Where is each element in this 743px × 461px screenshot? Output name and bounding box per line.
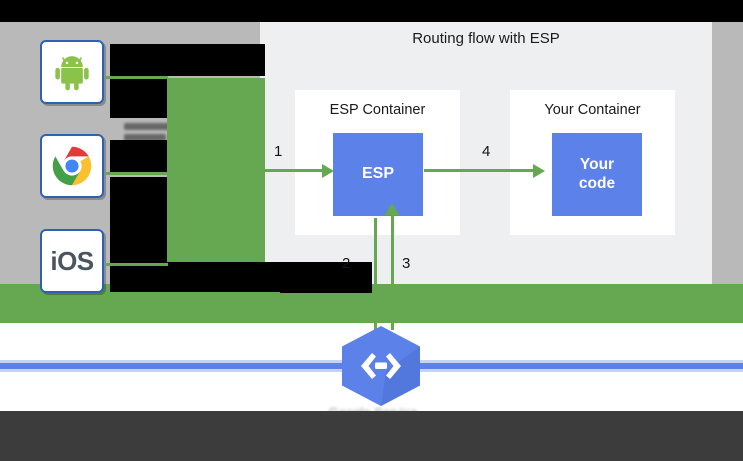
esp-container: ESP Container ESP (295, 90, 460, 235)
blurred-text-smudge (124, 123, 190, 130)
your-code-node[interactable]: Your code (552, 133, 642, 216)
arrow-4-head (533, 164, 545, 178)
redaction-bar (110, 140, 167, 173)
arrow-1-line (263, 169, 325, 172)
your-code-label-line2: code (578, 174, 616, 192)
top-black-bar (0, 0, 743, 22)
arrow-3-head (385, 203, 399, 215)
your-code-label-line1: Your (579, 156, 615, 174)
redaction-bar (280, 284, 372, 293)
redaction-bar (110, 79, 167, 118)
arrow-2-line (374, 218, 377, 330)
blurred-text-smudge (124, 134, 166, 141)
android-icon (55, 56, 89, 91)
esp-node[interactable]: ESP (333, 133, 423, 216)
connector-android (106, 76, 168, 79)
redaction-bar (110, 44, 265, 76)
client-card-chrome[interactable] (40, 134, 104, 198)
step-number-4: 4 (482, 143, 491, 160)
esp-container-label: ESP Container (329, 102, 426, 118)
step-number-1: 1 (274, 143, 283, 160)
your-container-label: Your Container (544, 102, 641, 118)
api-code-icon (342, 326, 420, 406)
your-container: Your Container Your code (510, 90, 675, 235)
arrow-1-head (322, 164, 334, 178)
redaction-bar (110, 226, 167, 262)
client-card-ios[interactable]: iOS (40, 229, 104, 293)
step-number-2: 2 (342, 255, 351, 272)
arrow-3-line (391, 213, 394, 330)
ios-label: iOS (50, 245, 94, 276)
arrow-4-line (424, 169, 538, 172)
connector-chrome (106, 172, 168, 175)
page-title: Routing flow with ESP (412, 30, 560, 47)
client-card-android[interactable] (40, 40, 104, 104)
step-number-3: 3 (402, 255, 411, 272)
right-gray-background (712, 22, 743, 284)
chrome-icon (52, 146, 92, 186)
bottom-overlay-bar (0, 411, 743, 461)
esp-node-label: ESP (361, 165, 394, 183)
connector-ios (106, 263, 168, 266)
service-control-hexagon[interactable] (339, 325, 423, 407)
green-redaction-block (167, 78, 265, 262)
